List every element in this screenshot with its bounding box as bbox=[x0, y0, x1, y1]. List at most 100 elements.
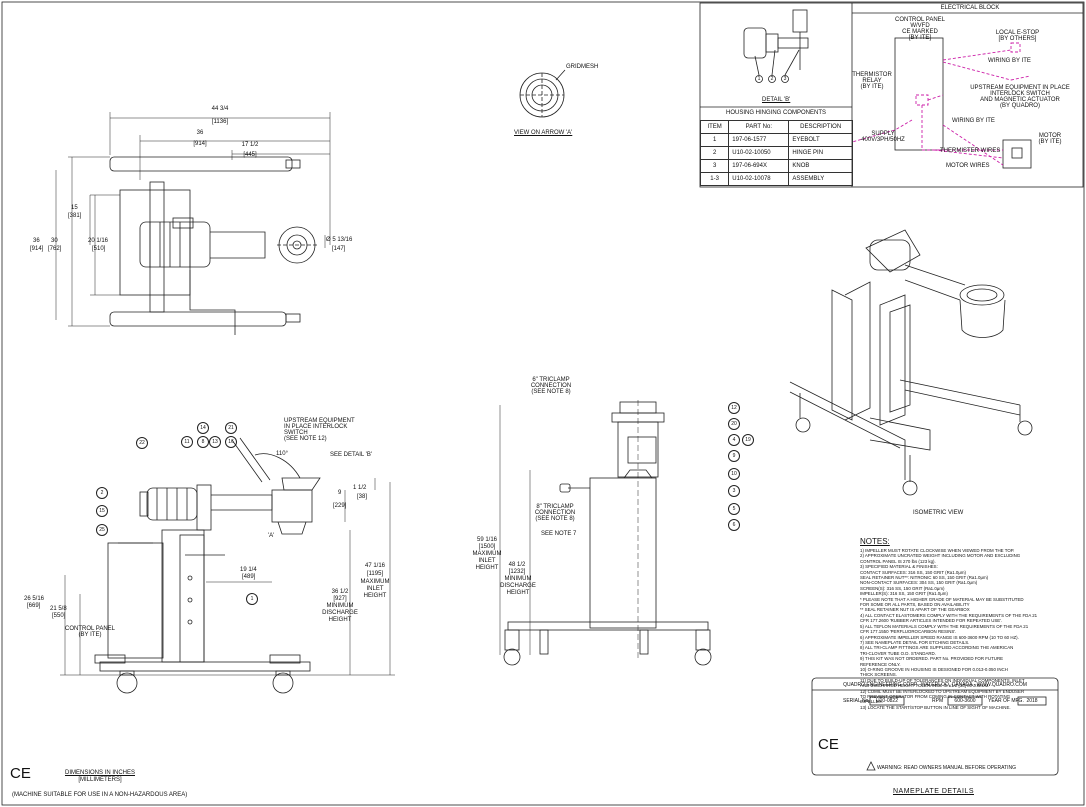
note-line: SEAL RETAINER NUT**: NITRONIC 60 SS, 150… bbox=[860, 575, 989, 581]
table-row: 1-3 U10-02-10078 ASSEMBLY bbox=[699, 172, 853, 186]
detail-b-balloon-1: 1 bbox=[757, 76, 761, 82]
triclamp6-3: (SEE NOTE 8) bbox=[531, 389, 571, 395]
supply-spec: 400V/3PH/50HZ bbox=[861, 137, 905, 143]
detail-b-balloon-3: 3 bbox=[783, 76, 787, 82]
triclamp8-2: CONNECTION bbox=[534, 510, 576, 516]
dim-48-txt-1: MINIMUM bbox=[504, 576, 532, 582]
control-panel-label-4: [BY ITE] bbox=[908, 35, 932, 41]
balloon-3: 3 bbox=[728, 485, 740, 497]
balloon-19: 19 bbox=[742, 434, 754, 446]
balloon-20: 20 bbox=[728, 418, 740, 430]
note-line: ** SEAL RETAINER NUT IS APART OF THE GEA… bbox=[860, 607, 970, 613]
nameplate-header: QUADRO ENGINEERING CORP., WATERLOO, CANA… bbox=[843, 682, 1027, 688]
dim-36-5-txt-3: HEIGHT bbox=[328, 617, 352, 623]
motor-by: (BY ITE) bbox=[1038, 139, 1062, 145]
dim-36-5: 36 1/2 bbox=[331, 589, 349, 595]
view-arrow-a-title: VIEW ON ARROW 'A' bbox=[514, 130, 573, 136]
dim-20-mm: [510] bbox=[92, 246, 106, 252]
note-line: AND DISCHARGE HEIGHT TOLERANCE IS ±1/2 [… bbox=[860, 683, 990, 689]
table-header-row: ITEM PART No: DESCRIPTION bbox=[699, 120, 853, 134]
see-note-7: SEE NOTE 7 bbox=[541, 531, 577, 537]
cell-part: U10-02-10050 bbox=[728, 146, 790, 160]
housing-table-title: HOUSING HINGING COMPONENTS bbox=[725, 110, 826, 116]
cell-part: 197-06-1577 bbox=[728, 133, 790, 147]
dim-30-height-mm: [762] bbox=[48, 246, 62, 252]
dim-47-txt-2: INLET bbox=[366, 586, 384, 592]
upstream-note-1: UPSTREAM EQUIPMENT bbox=[284, 418, 355, 424]
note-line: 5) ALL TEFLON MATERIALS COMPLY WITH THE … bbox=[860, 623, 1029, 629]
table-row: 1 197-06-1577 EYEBOLT bbox=[699, 133, 853, 147]
note-line: 11) DUE TO BUILD-UP OF TOLERANCES ON IND… bbox=[860, 677, 1025, 683]
dim-15: 15 bbox=[71, 205, 78, 211]
balloon-13: 13 bbox=[209, 436, 221, 448]
notes-title: NOTES: bbox=[860, 537, 890, 546]
detail-b-balloon-2: 2 bbox=[770, 76, 774, 82]
upstream-label-2: INTERLOCK SWITCH bbox=[990, 91, 1050, 97]
note-line: * PLEASE NOTE THAT A HIGHER GRADE OF MAT… bbox=[860, 596, 1024, 602]
dim-48-txt-2: DISCHARGE bbox=[500, 583, 536, 589]
dim-59-mm: [1500] bbox=[478, 544, 496, 550]
note-line: 3) SPECIFIED MATERIAL & FINISHES: bbox=[860, 564, 938, 570]
year-value: 2018 bbox=[1026, 698, 1038, 704]
upstream-label-1: UPSTREAM EQUIPMENT IN PLACE bbox=[970, 85, 1070, 91]
note-line: TO PREVENT OPERATOR FROM COMING IN CONTA… bbox=[860, 693, 1011, 699]
note-line: CONTACT SURFACES: 316 SS, 150 GRIT (Ra1.… bbox=[860, 569, 966, 575]
dim-20: 20 1/16 bbox=[88, 238, 109, 244]
cell-part: U10-02-10078 bbox=[728, 172, 790, 186]
balloon-8: 8 bbox=[197, 436, 209, 448]
year-label: YEAR OF MFG. bbox=[988, 698, 1024, 704]
dim-17-width-mm: [445] bbox=[243, 152, 257, 158]
dim-9: 9 bbox=[338, 490, 342, 496]
upstream-label-3: AND MAGNETIC ACTUATOR bbox=[980, 97, 1060, 103]
nameplate-warning: WARNING: READ OWNERS MANUAL BEFORE OPERA… bbox=[877, 765, 1016, 771]
notes-list: 1) IMPELLER MUST ROTATE CLOCKWISE WHEN V… bbox=[860, 548, 1037, 710]
control-panel-side-by: (BY ITE) bbox=[78, 632, 102, 638]
cell-item: 1 bbox=[699, 133, 730, 147]
dim-30-height: 30 bbox=[51, 238, 58, 244]
note-line: CFR 177.2600 'RUBBER ARTICLES INTENDED F… bbox=[860, 618, 1003, 624]
dim-21-mm: [550] bbox=[52, 613, 66, 619]
balloon-25: 25 bbox=[96, 524, 108, 536]
motor-label: MOTOR bbox=[1038, 133, 1062, 139]
machine-note: (MACHINE SUITABLE FOR USE IN A NON-HAZAR… bbox=[12, 792, 188, 798]
housing-table: ITEM PART No: DESCRIPTION 1 197-06-1577 … bbox=[699, 120, 853, 186]
triclamp6-1: 6" TRICLAMP bbox=[532, 377, 570, 383]
note-line: 4) ALL CONTACT ELASTOMERS COMPLY WITH TH… bbox=[860, 612, 1038, 618]
note-line: 7) SEE NAMEPLATE DETAIL FOR ETCHING DETA… bbox=[860, 639, 970, 645]
control-panel-label-3: CE MARKED bbox=[902, 29, 938, 35]
balloon-14: 14 bbox=[197, 422, 209, 434]
supply-label: SUPPLY bbox=[871, 131, 895, 137]
dim-48-txt-3: HEIGHT bbox=[506, 590, 530, 596]
dim-diameter: Ø 5 13/16 bbox=[326, 237, 353, 243]
thermister-wires-label: THERMISTER WIRES bbox=[940, 148, 1001, 154]
dim-36-height-mm: [914] bbox=[30, 246, 44, 252]
serial-value: U10-0822 bbox=[876, 698, 898, 704]
dim-26: 26 5/16 bbox=[24, 596, 45, 602]
note-line: 1) IMPELLER MUST ROTATE CLOCKWISE WHEN V… bbox=[860, 548, 1015, 553]
motor-wires-label: MOTOR WIRES bbox=[946, 163, 990, 169]
cell-desc: EYEBOLT bbox=[788, 133, 853, 147]
balloon-21: 21 bbox=[225, 422, 237, 434]
note-line: 13) LOCATE THE START/STOP BUTTON IN LINE… bbox=[860, 704, 1011, 710]
balloon-2: 2 bbox=[96, 487, 108, 499]
arrow-a-label: 'A' bbox=[268, 533, 275, 539]
dim-9-mm: [229] bbox=[333, 503, 347, 509]
col-part: PART No: bbox=[728, 120, 790, 134]
dim-47-txt-1: MAXIMUM bbox=[360, 579, 390, 585]
note-line: CONTROL PANEL IS 270 lbs (123 kg). bbox=[860, 558, 936, 564]
dim-19-mm: [489] bbox=[242, 574, 256, 580]
electrical-block-title: ELECTRICAL BLOCK bbox=[940, 5, 1000, 11]
dim-59-txt-2: INLET bbox=[478, 558, 496, 564]
rpm-label: RPM bbox=[932, 698, 944, 704]
balloon-11: 11 bbox=[181, 436, 193, 448]
upstream-note-4: (SEE NOTE 12) bbox=[284, 436, 327, 442]
dim-36-5-txt-1: MINIMUM bbox=[326, 603, 354, 609]
balloon-15: 15 bbox=[96, 505, 108, 517]
see-detail-b-label: SEE DETAIL 'B' bbox=[330, 452, 372, 458]
control-panel-label-2: W/VFD bbox=[910, 23, 930, 29]
dims-title: DIMENSIONS IN INCHES bbox=[64, 770, 135, 776]
upstream-label-4: (BY QUADRO) bbox=[1000, 103, 1040, 109]
balloon-22: 22 bbox=[136, 437, 148, 449]
rpm-value: 600-3600 bbox=[954, 698, 976, 704]
